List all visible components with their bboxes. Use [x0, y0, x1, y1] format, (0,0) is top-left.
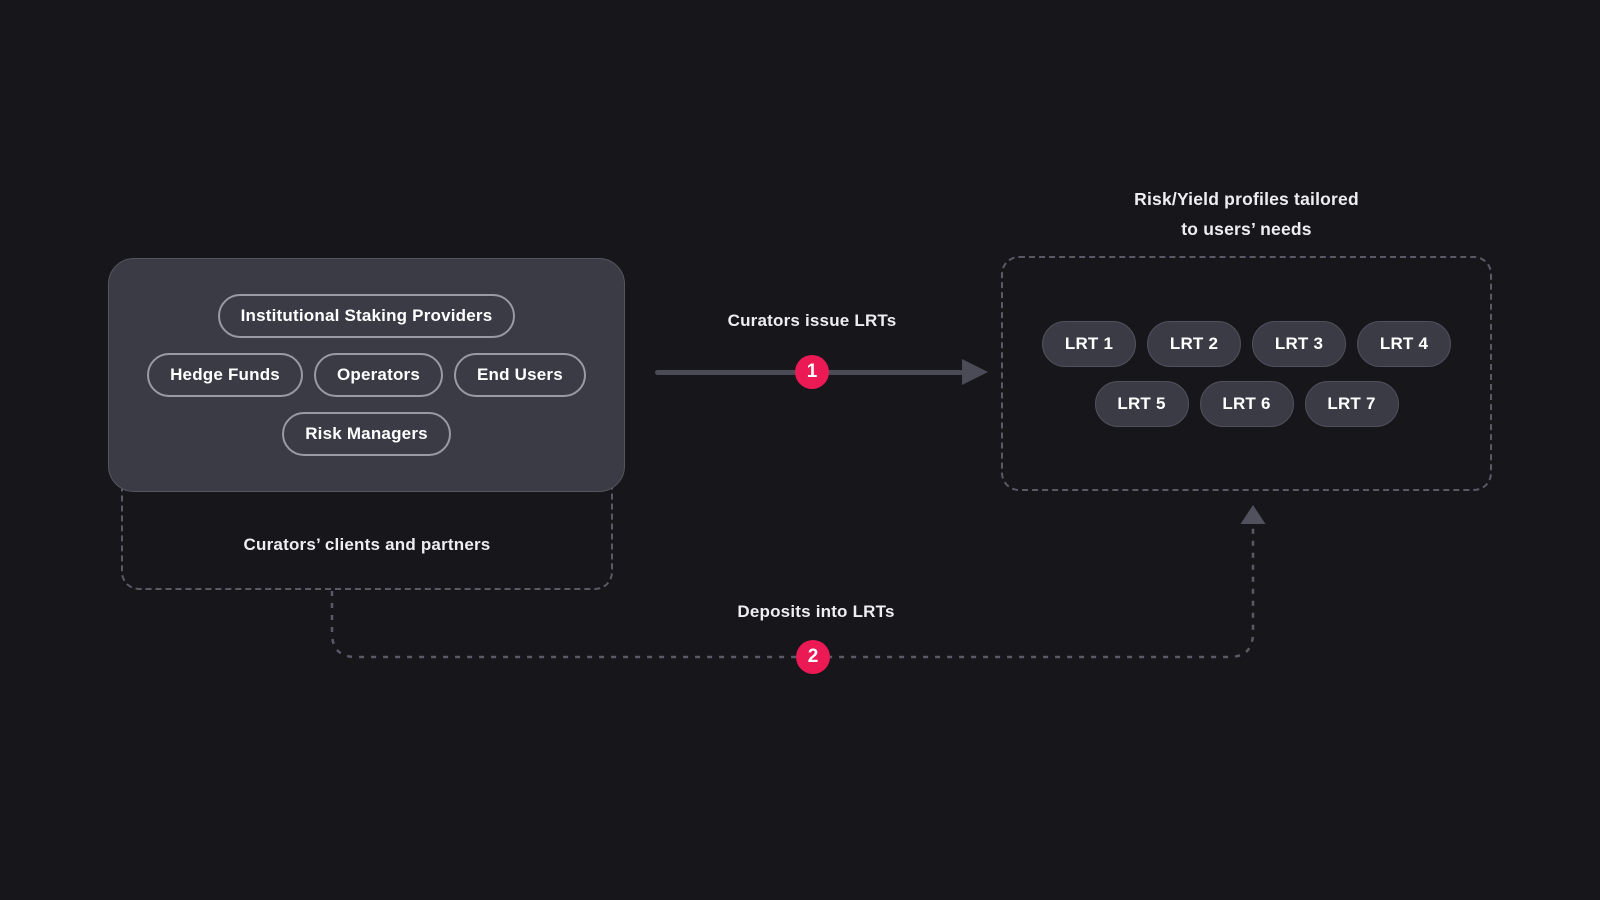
clients-pill-row-3: Risk Managers: [282, 412, 451, 456]
lrt-pill-4: LRT 4: [1357, 320, 1451, 367]
clients-caption: Curators’ clients and partners: [243, 535, 491, 554]
pill-operators: Operators: [313, 353, 444, 397]
pill-end-users: End Users: [454, 353, 586, 397]
pill-hedge-funds: Hedge Funds: [147, 353, 303, 397]
lrt-pill-3: LRT 3: [1252, 320, 1346, 367]
lrt-box-title-line2: to users’ needs: [1181, 219, 1312, 239]
lrt-dashed-box: LRT 1 LRT 2 LRT 3 LRT 4 LRT 5 LRT 6 LRT …: [1001, 256, 1492, 491]
lrt-pill-1: LRT 1: [1042, 320, 1136, 367]
lrt-pill-row-2: LRT 5 LRT 6 LRT 7: [1094, 380, 1399, 427]
flow2-label: Deposits into LRTs: [737, 602, 895, 621]
lrt-pill-2: LRT 2: [1147, 320, 1241, 367]
lrt-pill-7: LRT 7: [1304, 380, 1399, 427]
lrt-pill-row-1: LRT 1 LRT 2 LRT 3 LRT 4: [1042, 320, 1451, 367]
clients-pill-row-1: Institutional Staking Providers: [217, 294, 516, 338]
lrt-box-title: Risk/Yield profiles tailored to users’ n…: [1001, 184, 1492, 244]
flow1-label: Curators issue LRTs: [727, 311, 897, 330]
clients-box: Institutional Staking Providers Hedge Fu…: [108, 258, 625, 492]
lrt-pill-6: LRT 6: [1199, 380, 1294, 427]
pill-risk-managers: Risk Managers: [282, 412, 451, 456]
clients-pill-row-2: Hedge Funds Operators End Users: [147, 353, 586, 397]
flow2-step-badge: 2: [796, 640, 830, 674]
flow1-arrowhead-icon: [962, 359, 988, 385]
lrt-pill-5: LRT 5: [1094, 380, 1189, 427]
flow2-arrowhead-icon: [1240, 505, 1266, 524]
lrt-box-title-line1: Risk/Yield profiles tailored: [1134, 189, 1359, 209]
pill-institutional-staking-providers: Institutional Staking Providers: [217, 294, 516, 338]
flow1-step-badge: 1: [795, 355, 829, 389]
